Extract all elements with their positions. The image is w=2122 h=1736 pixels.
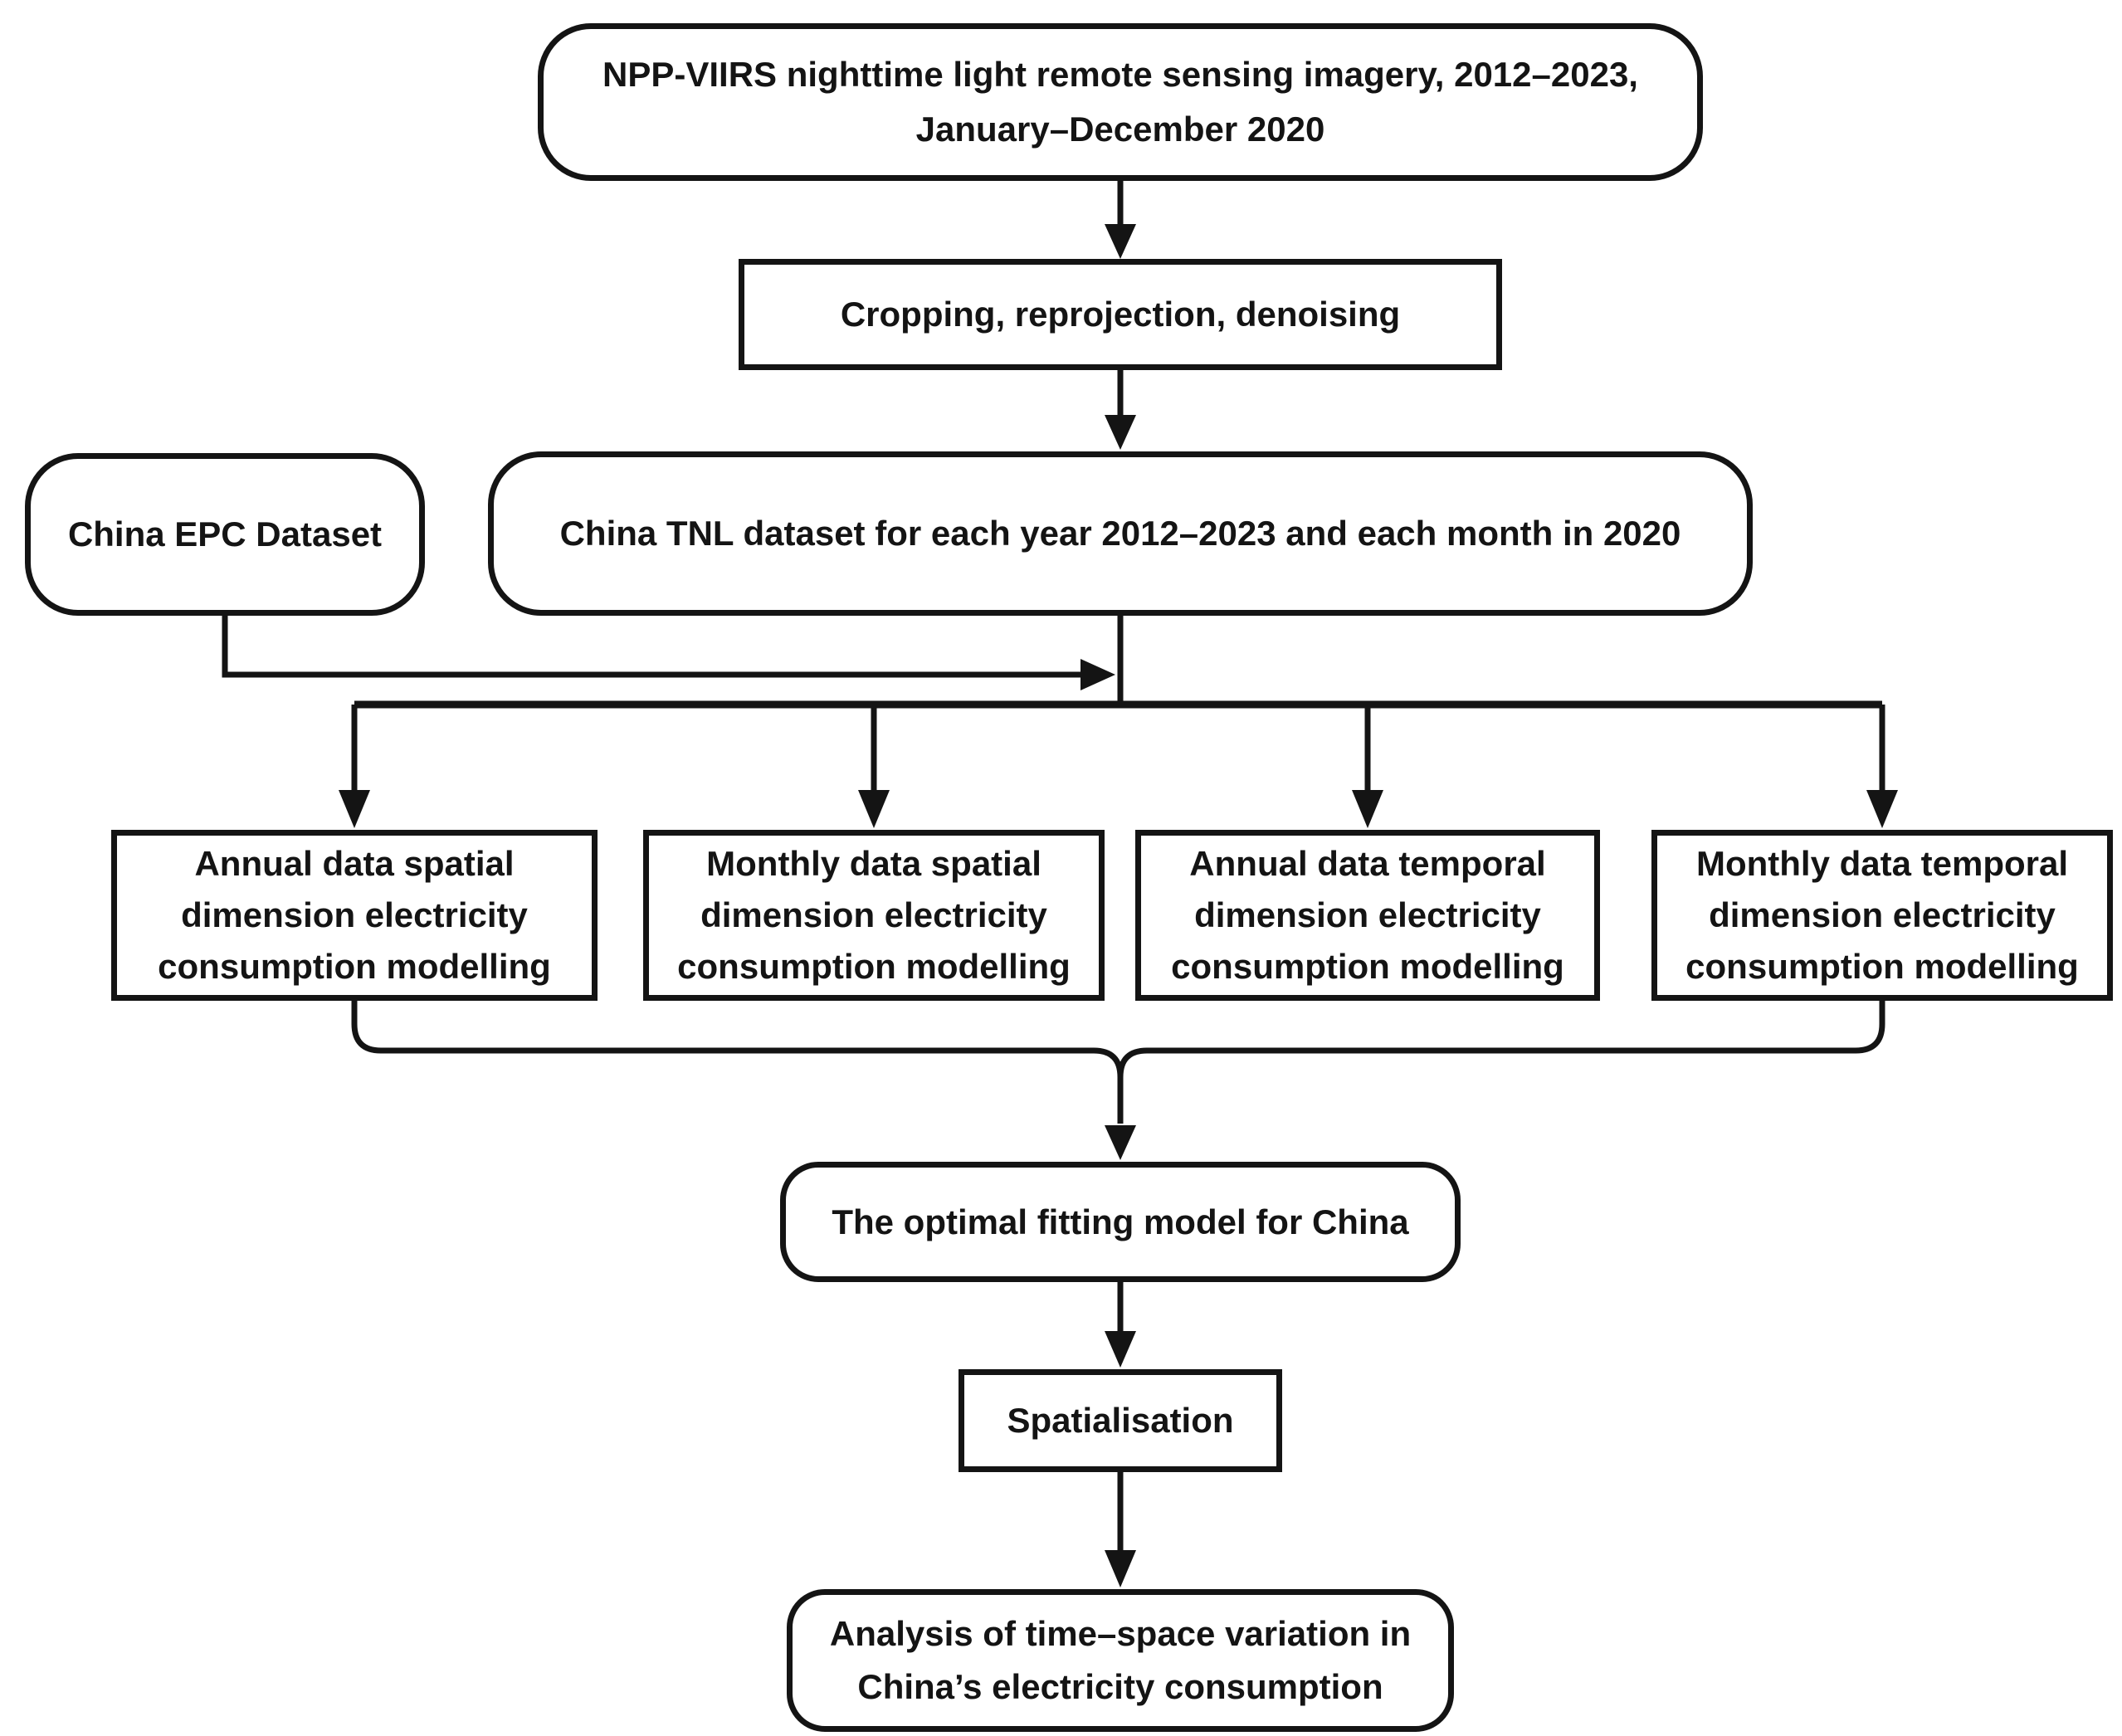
node-spatialisation: Spatialisation: [959, 1369, 1282, 1472]
arrowhead-bracket-to-optimal: [1105, 1125, 1136, 1160]
node-label-line: consumption modelling: [158, 947, 551, 986]
arrowhead-optimal-to-spatialisation: [1105, 1331, 1136, 1368]
arrowhead-to-model-monthly-spatial: [858, 790, 890, 828]
node-label-line: Monthly data spatial: [706, 844, 1041, 883]
node-label-line: Spatialisation: [1007, 1401, 1234, 1440]
node-label-line: January–December 2020: [915, 110, 1325, 149]
node-label-line: dimension electricity: [1194, 895, 1541, 934]
node-label-line: dimension electricity: [181, 895, 528, 934]
node-label-line: dimension electricity: [1709, 895, 2056, 934]
node-optimal-fitting-model: The optimal fitting model for China: [780, 1162, 1461, 1282]
node-label-line: consumption modelling: [1171, 947, 1564, 986]
node-monthly-spatial-modelling: Monthly data spatial dimension electrici…: [643, 830, 1105, 1001]
node-annual-temporal-modelling: Annual data temporal dimension electrici…: [1135, 830, 1600, 1001]
arrowhead-to-model-annual-spatial: [339, 790, 370, 828]
node-monthly-temporal-modelling: Monthly data temporal dimension electric…: [1651, 830, 2113, 1001]
node-label-line: Annual data temporal: [1189, 844, 1546, 883]
node-label-line: consumption modelling: [1685, 947, 2079, 986]
arrowhead-imagery-to-preprocess: [1105, 224, 1136, 259]
node-label-line: NPP-VIIRS nighttime light remote sensing…: [602, 55, 1638, 94]
node-imagery-source: NPP-VIIRS nighttime light remote sensing…: [538, 23, 1703, 181]
arrowhead-preprocess-to-tnl: [1105, 415, 1136, 450]
edge-bracket-right: [1117, 1001, 1885, 1124]
node-label-line: Monthly data temporal: [1695, 844, 2069, 883]
node-label-line: China TNL dataset for each year 2012–202…: [559, 514, 1681, 553]
arrowhead-to-model-monthly-temporal: [1866, 790, 1898, 828]
node-label-line: China’s electricity consumption: [857, 1667, 1383, 1706]
node-preprocessing: Cropping, reprojection, denoising: [739, 259, 1502, 370]
node-analysis-result: Analysis of time–space variation in Chin…: [787, 1589, 1454, 1732]
arrowhead-to-model-annual-temporal: [1352, 790, 1383, 828]
edge-bracket-left: [351, 1001, 1124, 1124]
node-label-line: consumption modelling: [677, 947, 1071, 986]
node-label-line: dimension electricity: [700, 895, 1047, 934]
node-china-epc-dataset: China EPC Dataset: [25, 453, 425, 616]
node-china-tnl-dataset: China TNL dataset for each year 2012–202…: [488, 451, 1753, 616]
node-label-line: Analysis of time–space variation in: [829, 1614, 1412, 1653]
node-label-line: The optimal fitting model for China: [832, 1202, 1409, 1241]
arrowhead-spatialisation-to-analysis: [1105, 1550, 1136, 1587]
node-label-line: China EPC Dataset: [67, 514, 383, 553]
node-annual-spatial-modelling: Annual data spatial dimension electricit…: [111, 830, 598, 1001]
edge-epc-to-junction: [222, 616, 1081, 678]
node-label-line: Annual data spatial: [194, 844, 515, 883]
arrowhead-epc-to-junction: [1081, 659, 1115, 690]
node-label-line: Cropping, reprojection, denoising: [840, 295, 1401, 334]
